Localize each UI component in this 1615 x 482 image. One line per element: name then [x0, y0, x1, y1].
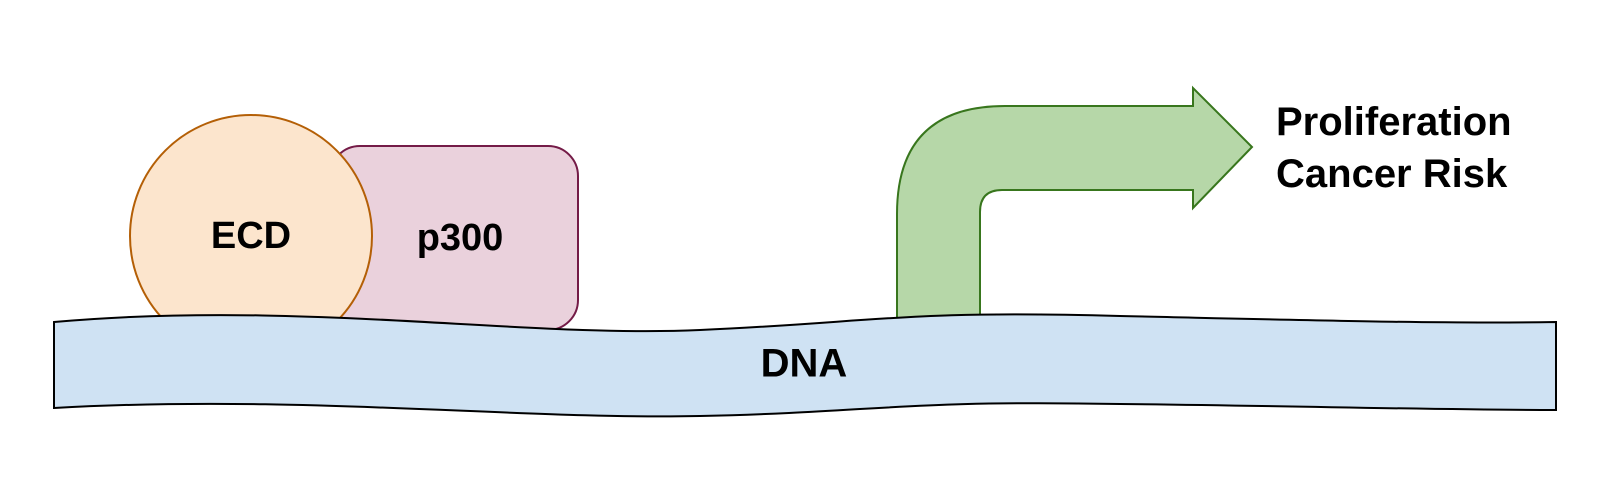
ecd-label: ECD	[211, 215, 291, 257]
dna-strand: DNA	[53, 313, 1557, 418]
outcome-line-proliferation: Proliferation	[1276, 100, 1512, 144]
p300-protein: p300	[329, 145, 579, 331]
dna-shape	[53, 313, 1557, 418]
ecd-protein: ECD	[129, 114, 373, 358]
p300-label: p300	[417, 217, 504, 259]
bent-arrow-icon	[896, 85, 1254, 319]
dna-label: DNA	[761, 342, 848, 386]
outcome-label: Proliferation Cancer Risk	[1276, 96, 1512, 200]
outcome-line-cancer-risk: Cancer Risk	[1276, 152, 1508, 196]
